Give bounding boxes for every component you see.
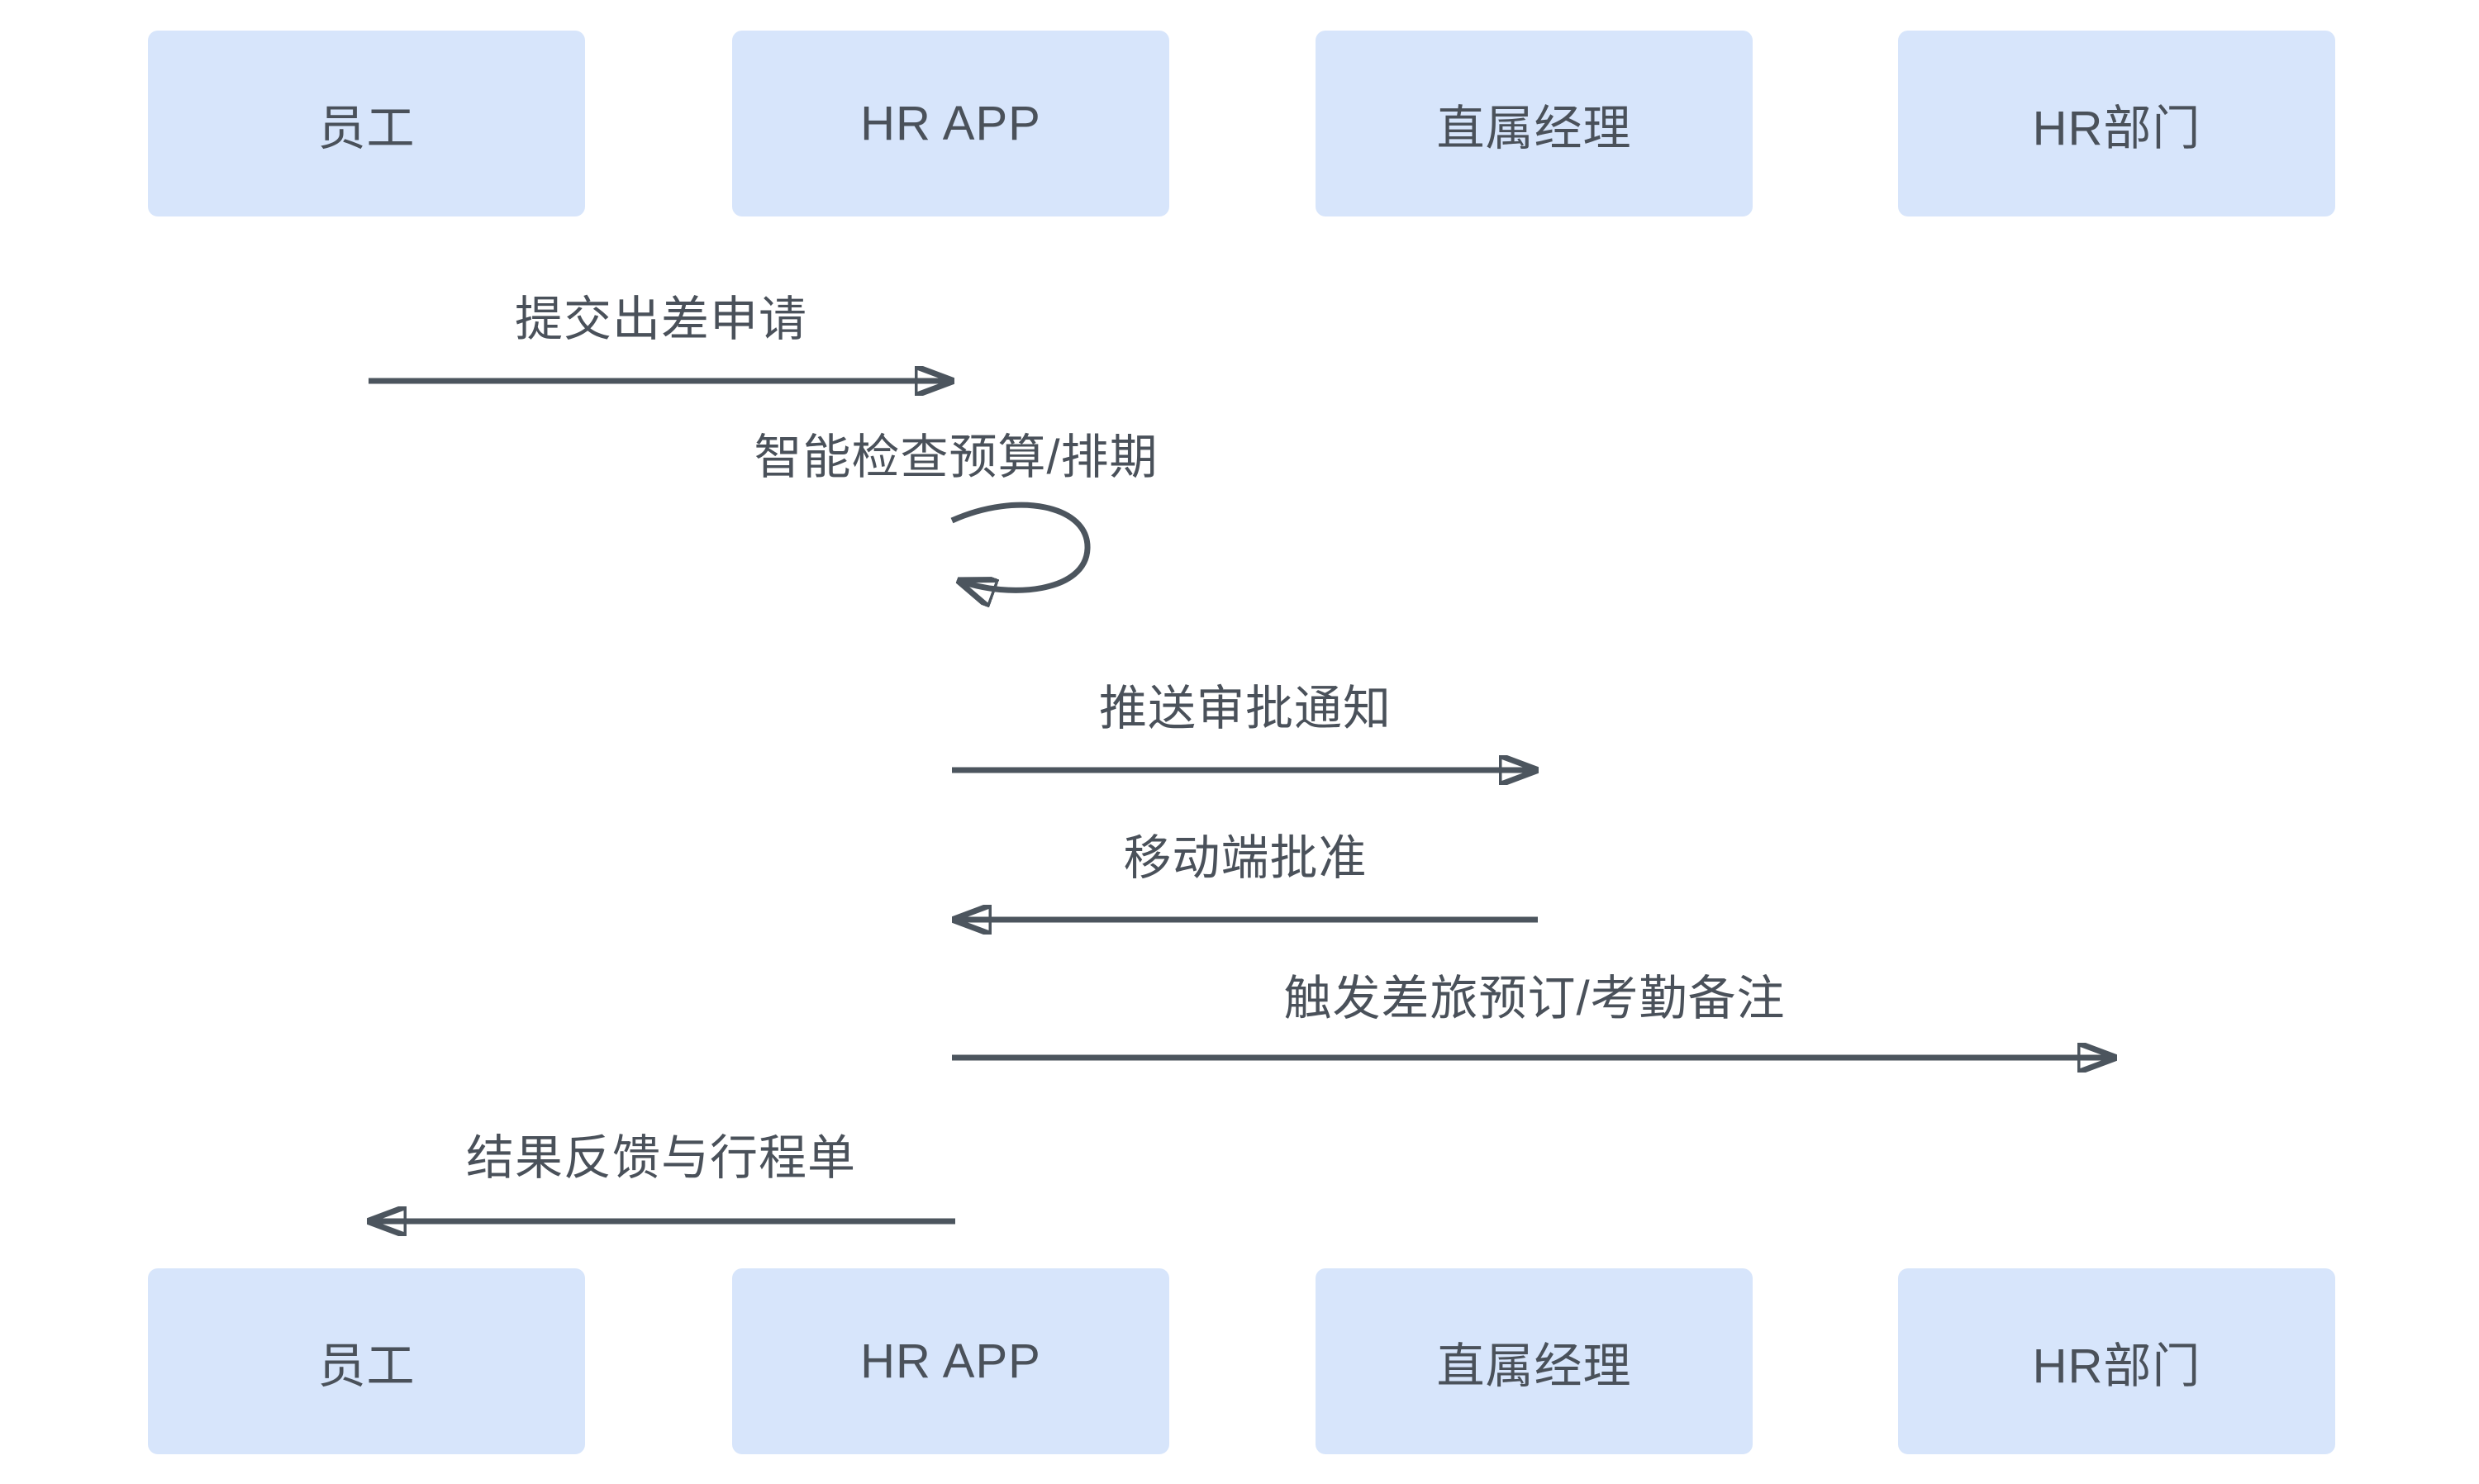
message-label-submit-trip-request: 提交出差申请 <box>514 293 808 346</box>
actor-label: HR APP <box>860 97 1041 150</box>
actor-direct-manager-top: 直属经理 <box>1316 31 1753 216</box>
actor-label: 员工 <box>317 101 416 155</box>
actor-label: HR部门 <box>2032 1339 2201 1393</box>
actor-label: HR部门 <box>2032 101 2201 155</box>
actor-direct-manager-bottom: 直属经理 <box>1316 1268 1753 1454</box>
arrow-self-check-budget-loop <box>950 502 1091 590</box>
message-label-trigger-travel-booking: 触发差旅预订/考勤备注 <box>1283 972 1786 1025</box>
actor-hr-app-top: HR APP <box>732 31 1169 216</box>
message-label-mobile-approve: 移动端批准 <box>1123 831 1368 885</box>
actor-label: HR APP <box>860 1334 1041 1388</box>
actor-hr-department-bottom: HR部门 <box>1898 1268 2335 1454</box>
actor-employee-bottom: 员工 <box>148 1268 585 1454</box>
actor-label: 员工 <box>317 1339 416 1393</box>
message-label-result-feedback: 结果反馈与行程单 <box>465 1131 857 1185</box>
message-label-push-approval-notice: 推送审批通知 <box>1098 682 1392 735</box>
actor-hr-app-bottom: HR APP <box>732 1268 1169 1454</box>
actor-label: 直属经理 <box>1436 101 1632 155</box>
actor-employee-top: 员工 <box>148 31 585 216</box>
actor-hr-department-top: HR部门 <box>1898 31 2335 216</box>
actor-label: 直属经理 <box>1436 1339 1632 1393</box>
message-label-smart-check-budget: 智能检查预算/排期 <box>754 430 1159 484</box>
